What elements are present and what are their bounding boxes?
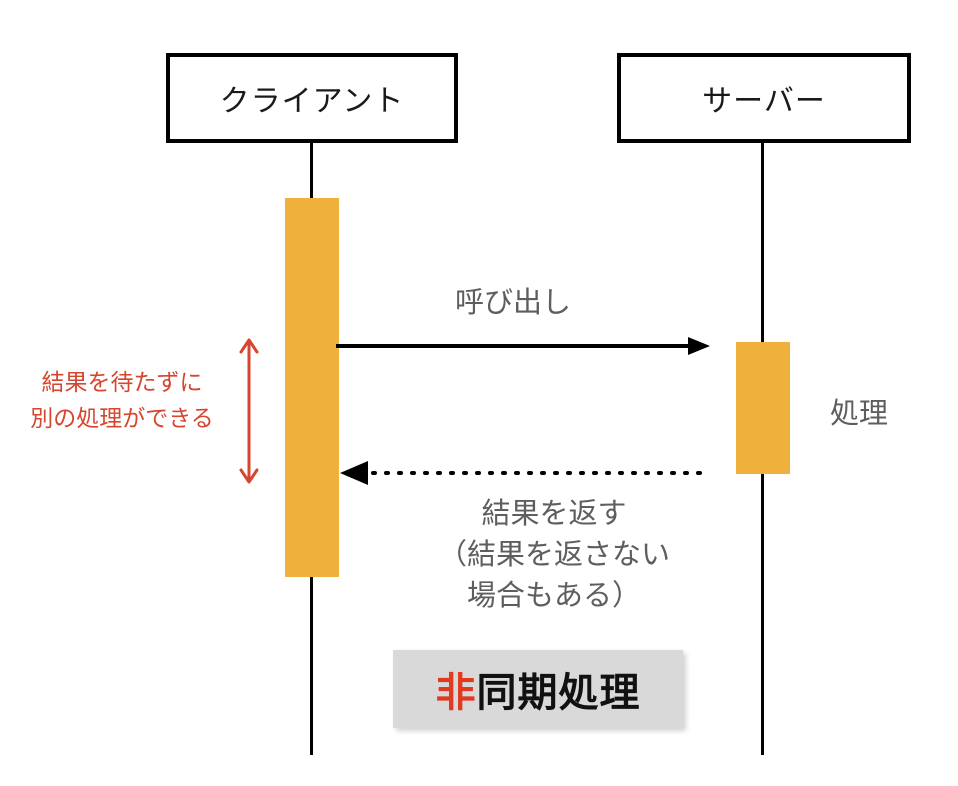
server-process-label: 処理 xyxy=(830,398,889,430)
caption-rest-text: 同期処理 xyxy=(476,671,641,715)
caption-box-async-processing: 非同期処理 xyxy=(393,650,683,728)
caption-accent-text: 非 xyxy=(435,671,477,715)
participant-label-client: クライアント xyxy=(219,85,405,118)
message-arrow-return xyxy=(340,461,706,485)
message-label-return-line-3: 場合もある） xyxy=(466,580,641,613)
annotation-note-line-1: 結果を待たずに xyxy=(41,369,203,395)
annotation-double-arrow xyxy=(239,338,259,484)
participant-label-server: サーバー xyxy=(702,85,826,118)
message-label-return: 結果を返す （結果を返さない 場合もある） xyxy=(404,494,704,618)
annotation-note-line-2: 別の処理ができる xyxy=(30,404,214,431)
message-label-return-line-1: 結果を返す xyxy=(481,498,627,530)
caption-text: 非同期処理 xyxy=(436,660,641,718)
activation-bar-client xyxy=(285,198,339,577)
participant-box-server[interactable]: サーバー xyxy=(617,53,911,143)
message-label-return-line-2: （結果を返さない xyxy=(437,539,670,572)
annotation-note-async: 結果を待たずに 別の処理ができる xyxy=(8,365,236,436)
message-arrow-call xyxy=(336,337,710,355)
message-label-call: 呼び出し xyxy=(455,287,572,319)
participant-box-client[interactable]: クライアント xyxy=(166,53,458,143)
activation-bar-server xyxy=(736,342,790,474)
